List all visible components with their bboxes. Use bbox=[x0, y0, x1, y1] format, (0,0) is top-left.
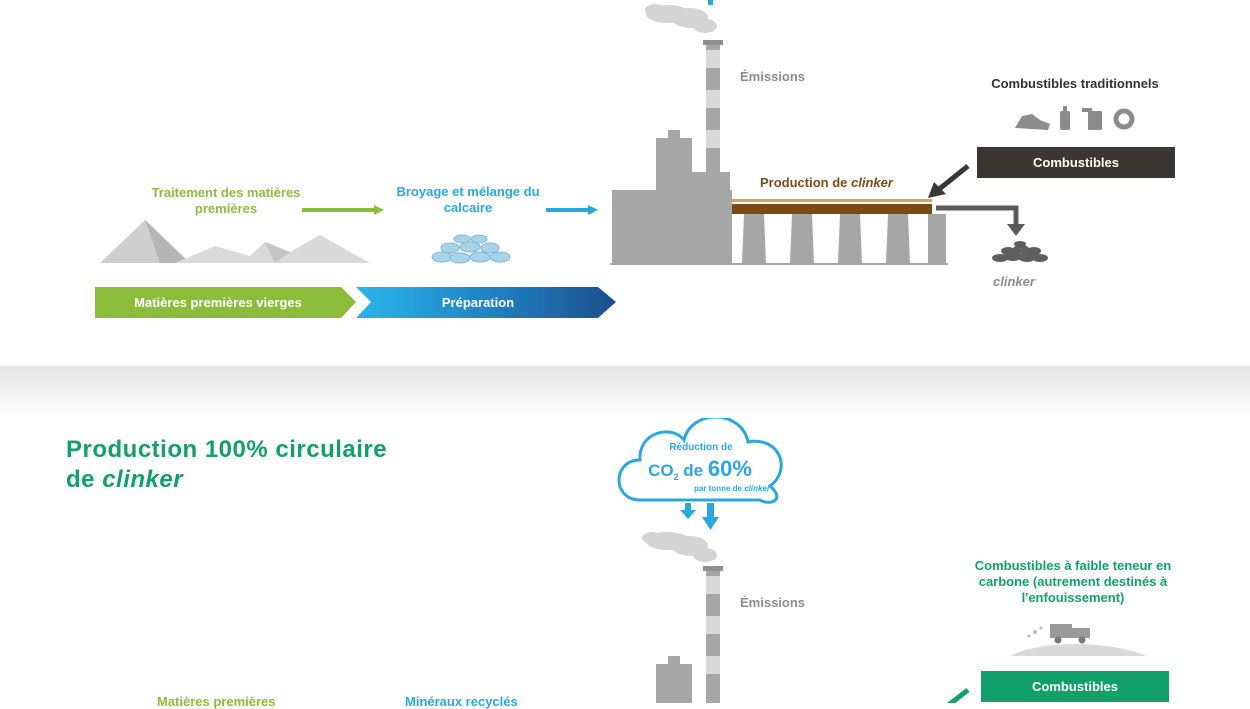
co2-de: de bbox=[678, 461, 708, 480]
title-line2: de clinker bbox=[66, 465, 387, 495]
clinker-output-label: clinker bbox=[993, 274, 1035, 289]
output-arrow bbox=[936, 205, 1025, 236]
fuel-arrow bbox=[947, 688, 970, 703]
raw-materials-cut-label: Matières premières bbox=[157, 694, 276, 709]
truck-icon bbox=[1010, 624, 1146, 656]
fuels-box-bottom: Combustibles bbox=[981, 671, 1169, 702]
per-ton-italic: clinker bbox=[744, 484, 770, 493]
emissions-label-bottom: Émissions bbox=[740, 595, 806, 610]
tire-icon bbox=[1113, 108, 1135, 130]
section-divider bbox=[0, 366, 1250, 418]
co2-text: CO bbox=[648, 461, 674, 480]
stage-raw-materials-shape bbox=[95, 287, 356, 318]
title-line2-prefix: de bbox=[66, 466, 103, 493]
factory-icon bbox=[656, 566, 723, 703]
clinker-production-label: Production de clinker bbox=[760, 175, 893, 190]
traditional-fuels-title: Combustibles traditionnels bbox=[991, 76, 1159, 91]
bottle-icon bbox=[1060, 106, 1070, 130]
recycled-minerals-cut-label: Minéraux recyclés bbox=[405, 694, 518, 709]
stone-pile-icon bbox=[431, 234, 511, 264]
blue-flow-arrow bbox=[546, 205, 598, 215]
per-ton-prefix: par tonne de bbox=[693, 484, 745, 493]
co2-percent: 60% bbox=[707, 456, 752, 481]
fuels-box: Combustibles bbox=[977, 147, 1175, 178]
co2-subscript: 2 bbox=[673, 472, 679, 483]
cloud-co2-line: CO2 de 60% bbox=[632, 456, 768, 482]
stage-preparation: Préparation bbox=[441, 295, 515, 310]
title-line2-italic: clinker bbox=[102, 466, 184, 493]
smoke-icon bbox=[642, 532, 717, 562]
raw-material-treatment-label: Traitement des matières premières bbox=[151, 185, 301, 216]
factory-icon bbox=[610, 40, 948, 265]
fuel-arrow bbox=[928, 164, 970, 198]
clinker-production-italic: clinker bbox=[851, 175, 893, 190]
canister-icon bbox=[1082, 108, 1102, 130]
clinker-production-prefix: Production de bbox=[760, 175, 851, 190]
clinker-pile-icon bbox=[992, 241, 1048, 262]
smoke-icon bbox=[645, 4, 717, 33]
stage-preparation-shape bbox=[356, 287, 616, 318]
mountains-icon bbox=[100, 220, 370, 263]
cloud-reduction-label: Réduction de bbox=[669, 442, 733, 453]
stage-raw-materials: Matières premières vierges bbox=[134, 295, 302, 310]
emissions-label: Émissions bbox=[740, 69, 806, 84]
grinding-mixing-label: Broyage et mélange du calcaire bbox=[396, 184, 540, 215]
page-title: Production 100% circulaire de clinker bbox=[66, 435, 387, 495]
title-line1: Production 100% circulaire bbox=[66, 436, 388, 463]
low-carbon-fuels-label: Combustibles à faible teneur en carbone … bbox=[974, 558, 1172, 605]
emission-arrow-top bbox=[708, 0, 713, 5]
cloud-down-arrows bbox=[680, 503, 719, 530]
cloud-per-ton-label: par tonne de clinker bbox=[660, 484, 770, 493]
coal-icon bbox=[1015, 114, 1050, 130]
green-flow-arrow bbox=[302, 205, 384, 215]
